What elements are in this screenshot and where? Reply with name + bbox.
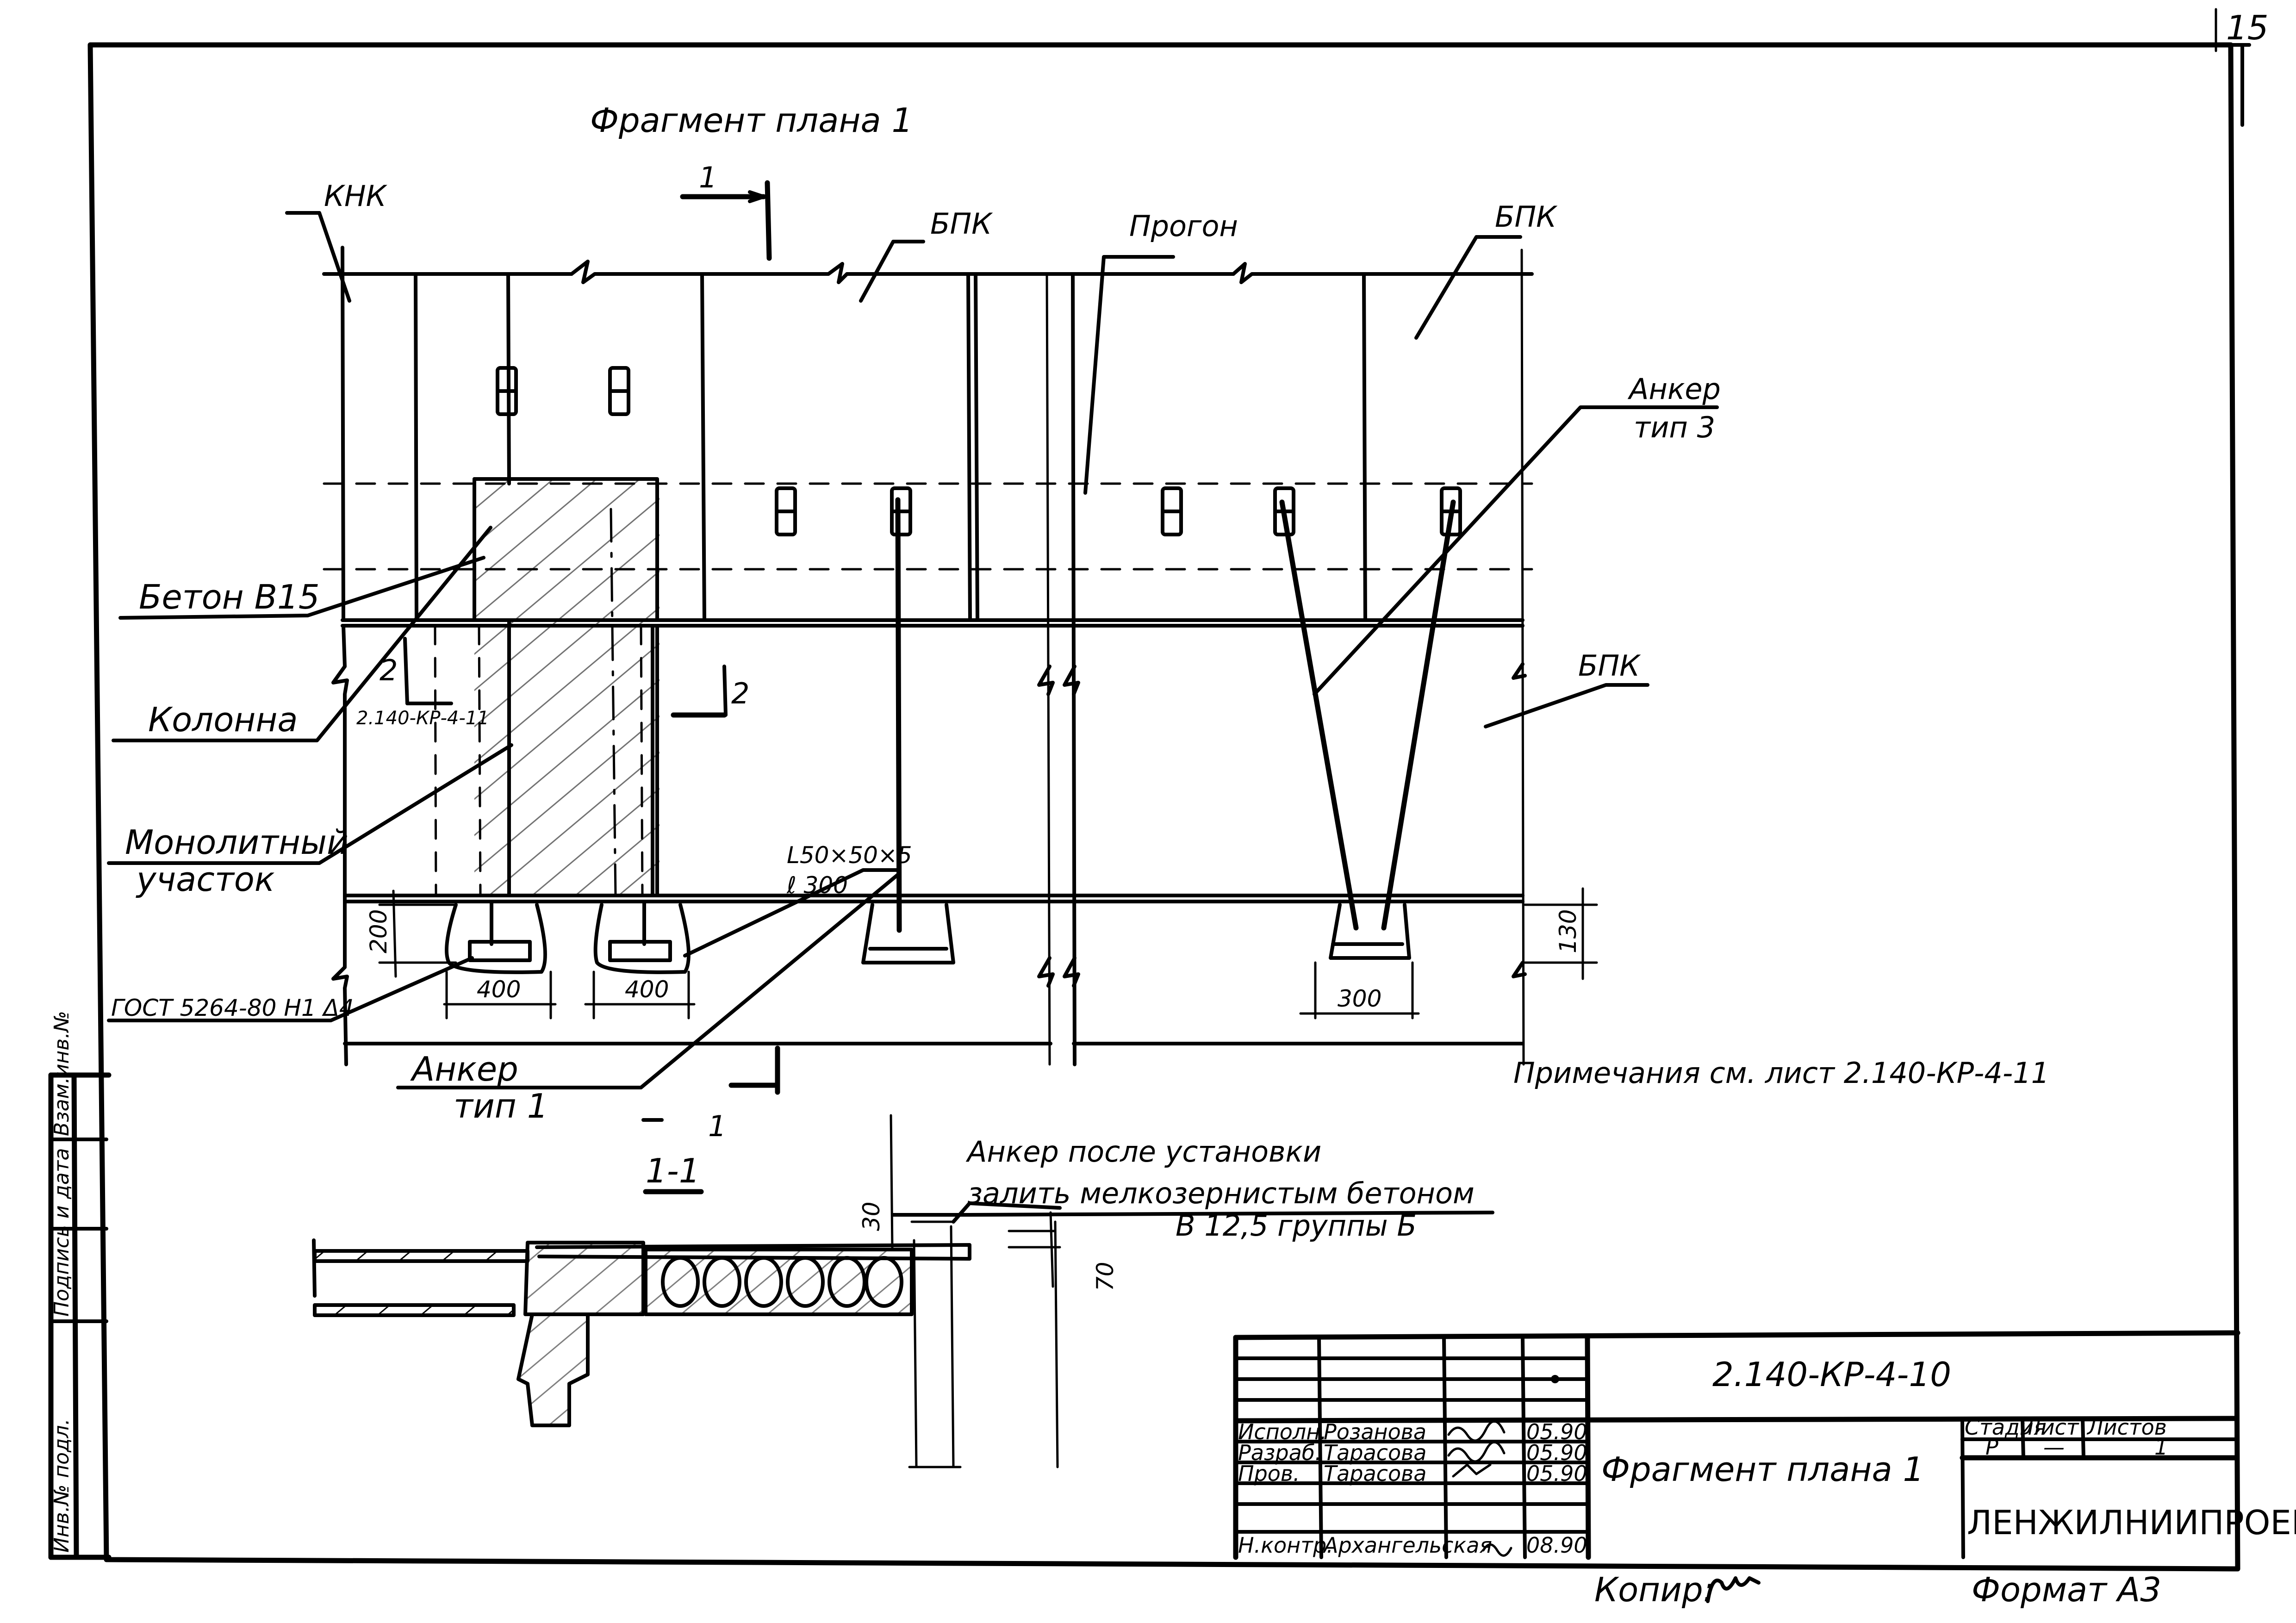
label-anker-tip1: Анкер [410,1050,518,1088]
label-bpk-top-left: БПК [930,207,993,241]
side-stamp-cell: Инв.№ подл. [50,1418,74,1553]
row-date: 05.90 [1526,1440,1587,1465]
label-bpk-top-right: БПК [1495,200,1558,234]
stage-value: Р [1985,1435,1998,1460]
dim-30: 30 [858,1201,885,1231]
label-monolit: Монолитный [125,823,348,862]
dimension-lines [378,887,1598,1020]
plan-note: Примечания см. лист 2.140-КР-4-11 [1513,1056,2049,1090]
sheet-frame [87,8,2251,1572]
copier-signature [1706,1576,1761,1603]
sheets-value: 1 [2154,1435,2168,1460]
anchors [895,497,1456,933]
row-name: Архангельская [1322,1533,1492,1558]
side-stamp-cell: Взам.инв.№ [50,1011,74,1136]
signature-row: Пров. Тарасова 05.90 [1238,1461,1587,1486]
section-mark-bottom-label: 1 [708,1109,726,1143]
signature-row: Н.контр. Архангельская 08.90 [1238,1533,1587,1558]
section-1-1-drawing [312,1114,1062,1468]
row-name: Тарасова [1324,1461,1426,1486]
sheet-value: — [2043,1435,2065,1460]
section-mark-top [680,180,772,261]
leader-lines [107,211,1719,1089]
dim-200: 200 [365,909,392,953]
signatures [1447,1420,1512,1557]
dim-400-left: 400 [477,976,521,1003]
label-anker-tip1-type: тип 1 [454,1087,548,1126]
signature-row: Исполн. Розанова 05.90 [1238,1419,1587,1444]
label-beton-b15: Бетон В15 [139,578,320,616]
section-1-1-title: 1-1 [646,1151,700,1190]
anchor-pockets [445,901,1411,974]
row-role: Пров. [1238,1461,1300,1486]
section-mark-bottom [641,1045,780,1122]
title-block [1233,1330,2240,1560]
plan-title: Фрагмент плана 1 [590,101,913,140]
section-2-mark [403,637,728,718]
side-stamp [48,1072,112,1560]
label-monolit-2: участок [136,860,274,899]
label-gost: ГОСТ 5264-80 Н1 Δ4 [111,995,354,1021]
row-date: 05.90 [1526,1419,1587,1444]
section-note-line3: В 12,5 группы Б [1176,1209,1417,1243]
row-date: 08.90 [1526,1533,1587,1558]
doc-code: 2.140-КР-4-10 [1712,1355,1951,1394]
row-role: Исполн. [1238,1419,1327,1444]
dim-130: 130 [1555,909,1581,953]
label-anker-tip3-type: тип 3 [1634,410,1715,444]
row-date: 05.90 [1526,1461,1587,1486]
signature-row: Разраб. Тарасова 05.90 [1238,1440,1587,1465]
row-name: Тарасова [1324,1440,1426,1465]
sheet-number: 15 [2226,8,2269,47]
side-stamp-cell: Подпись и дата [50,1148,74,1317]
dim-70: 70 [1092,1262,1119,1291]
section-note-line2: залить мелкозернистым бетоном [967,1176,1475,1210]
copied-by: Копир: [1594,1570,1714,1609]
label-knk: КНК [324,179,388,213]
section-2-label-right: 2 [731,677,749,710]
row-name: Розанова [1324,1419,1426,1444]
section-note-line1: Анкер после установки [965,1135,1321,1169]
label-progon: Прогон [1129,209,1238,243]
label-angle-profile: L50×50×5 [787,842,912,869]
sheets-header: Листов [2086,1415,2167,1440]
section-mark-label: 1 [699,161,717,194]
row-role: Разраб. [1238,1440,1322,1465]
stage-header: Стадия [1965,1415,2046,1440]
sheet-header: Лист [2024,1415,2079,1440]
monolithic-section [434,477,660,897]
organization: ЛЕНЖИЛНИИПРОЕКТ [1967,1503,2296,1542]
row-role: Н.контр. [1238,1533,1333,1558]
dim-400-right: 400 [625,976,669,1003]
dim-300: 300 [1338,985,1381,1012]
label-kolonna: Колонна [148,700,298,739]
sheet-title: Фрагмент плана 1 [1601,1450,1924,1489]
label-angle-length: ℓ 300 [786,872,848,899]
label-bpk-right: БПК [1578,649,1641,683]
format-label: Формат А3 [1972,1570,2161,1609]
label-anker-tip3: Анкер [1627,372,1721,406]
section-2-reference: 2.140-КР-4-11 [356,708,489,729]
